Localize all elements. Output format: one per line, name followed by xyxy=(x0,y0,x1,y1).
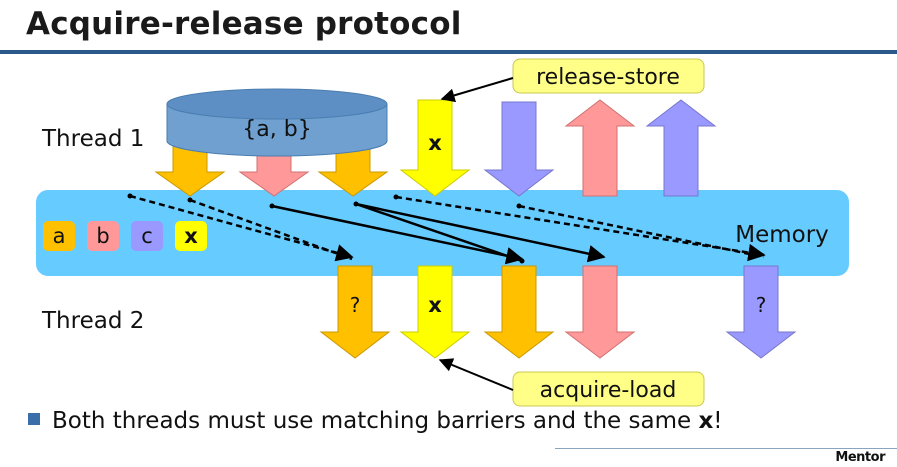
title-divider xyxy=(0,50,897,54)
legend-label-c: c xyxy=(141,224,153,248)
solid-line-2 xyxy=(355,202,523,263)
bullet-square-icon xyxy=(28,412,40,425)
legend-swatch-b xyxy=(87,221,119,251)
bullet-bold-x: x xyxy=(698,408,714,434)
cache-cylinder: {a, b} xyxy=(166,88,388,157)
t2-arrow-b-load xyxy=(564,265,636,359)
t2-arrow-a-load-2 xyxy=(483,265,555,359)
legend-label-a: a xyxy=(53,224,66,248)
legend: a b c x xyxy=(43,221,207,251)
solid-line-1 xyxy=(271,204,524,265)
t2-arrow-a-load xyxy=(319,265,391,359)
slide-title: Acquire-release protocol xyxy=(26,6,462,42)
legend-swatch-x xyxy=(175,221,207,251)
bullet-text-after: ! xyxy=(713,408,723,434)
acquire-load-label: acquire-load xyxy=(540,378,677,403)
memory-label: Memory xyxy=(735,222,829,248)
mentor-logo: Mentor xyxy=(835,450,885,465)
legend-label-b: b xyxy=(96,224,109,248)
t2-q2-label: ? xyxy=(756,293,767,317)
legend-swatch-c xyxy=(131,221,163,251)
footer-divider xyxy=(555,448,897,449)
bullet-text-before: Both threads must use matching barriers … xyxy=(52,408,699,434)
dashed-line-4 xyxy=(518,204,765,259)
t1-arrow-c-store xyxy=(483,101,555,197)
t1-arrow-c-load xyxy=(645,99,717,197)
t2-q1-label: ? xyxy=(350,293,361,317)
t1-arrow-b-load xyxy=(564,99,636,197)
acquire-load-pointer xyxy=(438,358,514,391)
t2-arrow-c-load xyxy=(725,265,797,359)
release-store-label: release-store xyxy=(536,65,680,90)
solid-line-3 xyxy=(355,202,606,263)
bullet-point: Both threads must use matching barriers … xyxy=(28,408,723,434)
release-store-pointer xyxy=(440,77,514,103)
t2-arrow-x-acquire xyxy=(399,265,471,359)
propagation-lines xyxy=(127,193,766,265)
t2-x-label: x xyxy=(428,293,442,317)
dashed-line-2 xyxy=(189,198,353,261)
thread1-label: Thread 1 xyxy=(41,126,144,152)
t1-arrow-x-release xyxy=(399,99,471,197)
dashed-line-3 xyxy=(395,195,766,262)
cache-label: {a, b} xyxy=(242,117,311,142)
t1-x-label: x xyxy=(428,131,442,155)
legend-swatch-a xyxy=(43,221,75,251)
release-store-callout xyxy=(512,58,705,94)
thread2-label: Thread 2 xyxy=(41,308,144,334)
legend-label-x: x xyxy=(184,224,198,248)
